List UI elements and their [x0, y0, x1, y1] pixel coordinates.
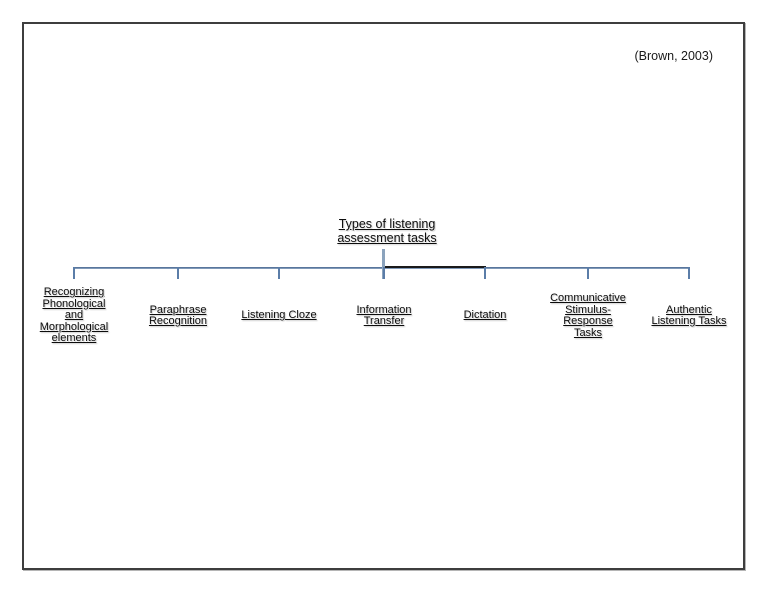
branch-node: Communicative Stimulus- Response Tasks [536, 267, 640, 353]
branch-node: Paraphrase Recognition [126, 267, 230, 353]
branch-connector-tick [73, 267, 75, 279]
branch-connector-tick [587, 267, 589, 279]
branch-node-label: Information Transfer [356, 303, 412, 327]
branch-node-label: Recognizing Phonological and Morphologic… [39, 286, 109, 345]
branch-node-label: Dictation [463, 309, 507, 322]
branch-label-box: Recognizing Phonological and Morphologic… [22, 279, 126, 353]
citation-text: (Brown, 2003) [634, 49, 713, 63]
branch-connector-tick [484, 267, 486, 279]
branch-node: Recognizing Phonological and Morphologic… [22, 267, 126, 353]
branch-connector-tick [383, 267, 385, 279]
branch-label-box: Listening Cloze [227, 279, 331, 353]
branch-label-box: Paraphrase Recognition [126, 279, 230, 353]
root-connector-stem [382, 249, 385, 279]
root-node-label: Types of listening assessment tasks [337, 217, 437, 245]
branch-label-box: Authentic Listening Tasks [637, 279, 741, 353]
branch-node-label: Paraphrase Recognition [148, 303, 208, 327]
branch-node-label: Authentic Listening Tasks [651, 303, 727, 327]
branch-label-box: Communicative Stimulus- Response Tasks [536, 279, 640, 353]
branch-connector-tick [177, 267, 179, 279]
slide-frame: (Brown, 2003) Types of listening assessm… [22, 22, 745, 570]
tree-connector-highlight-segment [384, 266, 486, 268]
branch-label-box: Dictation [433, 279, 537, 353]
branch-connector-tick [688, 267, 690, 279]
branch-node: Listening Cloze [227, 267, 331, 353]
branch-node: Information Transfer [332, 267, 436, 353]
branch-node: Dictation [433, 267, 537, 353]
branch-label-box: Information Transfer [332, 279, 436, 353]
branch-node-label: Communicative Stimulus- Response Tasks [550, 292, 626, 339]
branch-node-label: Listening Cloze [241, 309, 317, 322]
branch-node: Authentic Listening Tasks [637, 267, 741, 353]
branch-connector-tick [278, 267, 280, 279]
